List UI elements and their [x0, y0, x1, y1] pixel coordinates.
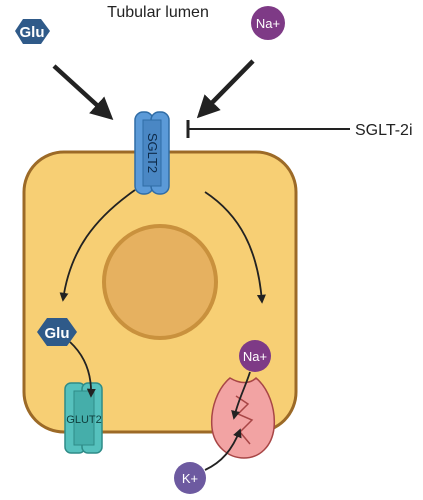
glut2-label: GLUT2 — [66, 414, 101, 426]
sodium-entry-arrow — [196, 59, 255, 119]
glucose-cell-arrow — [59, 189, 136, 302]
sodium-lumen-label: Na+ — [256, 16, 280, 31]
glucose-exit-arrow — [69, 341, 96, 398]
sglt2-transporter: SGLT2 — [134, 111, 170, 195]
sodium-cell-arrow — [204, 191, 266, 304]
potassium-label: K+ — [182, 471, 198, 486]
sodium-cell: Na+ — [239, 340, 271, 372]
glucose-lumen-label: Glu — [20, 24, 45, 41]
diagram-title: Tubular lumen — [107, 4, 209, 21]
na-k-pump — [210, 376, 276, 459]
glucose-cell-label: Glu — [45, 325, 70, 342]
potassium-entry-arrow — [204, 428, 242, 471]
sodium-cell-label: Na+ — [243, 349, 267, 364]
glucose-lumen: Glu — [15, 19, 50, 44]
nucleus — [102, 224, 218, 340]
inhibition-symbol — [186, 120, 350, 138]
sodium-lumen: Na+ — [251, 6, 285, 40]
sodium-exit-arrow — [231, 371, 251, 420]
glut2-transporter: GLUT2 — [64, 382, 103, 454]
potassium-ion: K+ — [174, 462, 206, 494]
glucose-entry-arrow — [52, 64, 114, 121]
glucose-cell: Glu — [37, 318, 77, 346]
sglt2-label: SGLT2 — [145, 133, 160, 173]
sglt2-inhibitor-label: SGLT-2i — [355, 122, 413, 139]
